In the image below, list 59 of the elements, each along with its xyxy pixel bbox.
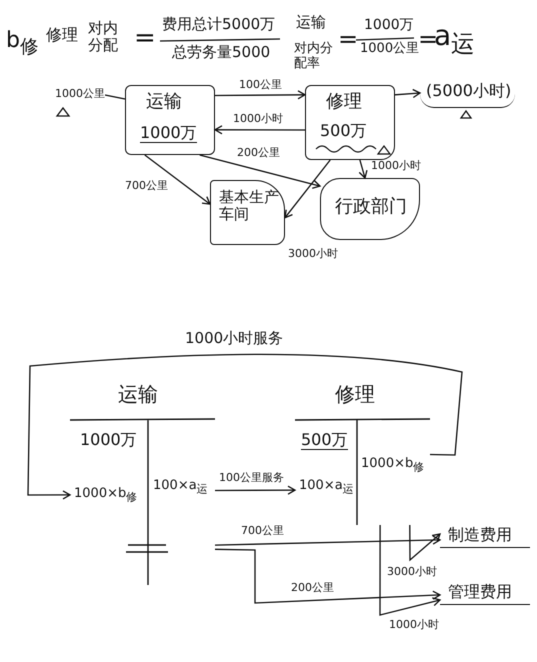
node-text: 修理 <box>326 92 362 113</box>
arrow <box>409 525 441 562</box>
arrow <box>214 125 305 134</box>
node-text: 100×a$_{运}$ <box>153 479 208 496</box>
node-text: (5000小时) <box>426 82 512 100</box>
node-text: 管理费用 <box>448 583 512 602</box>
node-text: 基本生产车间 <box>219 189 280 224</box>
edge-label: 3000小时 <box>386 566 438 579</box>
department-shape <box>210 180 285 245</box>
formula-text: = <box>134 24 156 54</box>
edge-label: 1000小时服务 <box>184 330 284 348</box>
formula-text: 总劳务量5000 <box>172 44 270 62</box>
arrow <box>214 548 441 604</box>
edge-label: 200公里 <box>236 147 281 160</box>
node-text: 修理 <box>335 383 375 406</box>
node-text: 500万 <box>301 431 348 450</box>
edge-label: 100公里服务 <box>218 472 285 485</box>
formula-text: b$_{修}$ <box>6 28 38 58</box>
edge-label: 200公里 <box>290 582 335 595</box>
process-box <box>125 85 215 155</box>
formula-text: 1000公里 <box>360 42 420 57</box>
edge-label: 1000小时 <box>388 619 440 632</box>
node-text: 500万 <box>320 122 367 140</box>
arrow <box>200 154 321 189</box>
process-box <box>305 85 395 160</box>
edge-label: 700公里 <box>124 180 169 193</box>
edge-label: 1000小时 <box>232 113 284 126</box>
formula-text: 对内分配 <box>88 20 119 54</box>
node-text: 1000万 <box>140 124 197 144</box>
node-text: 1000万 <box>80 431 137 450</box>
node-text: 运输 <box>118 383 158 406</box>
arrow <box>358 160 368 179</box>
edge-label: 3000小时 <box>287 248 339 261</box>
arrow <box>144 154 211 205</box>
formula-text: = <box>338 26 358 54</box>
formula-text: 1000万 <box>364 17 414 34</box>
node-text: 1000公里 <box>55 88 105 101</box>
edge-label: 1000小时 <box>370 160 422 173</box>
department-shape <box>320 178 420 240</box>
edge-label: 700公里 <box>240 525 285 538</box>
formula-text: 费用总计5000万 <box>162 16 276 34</box>
arrow <box>214 535 441 546</box>
connector-line <box>104 94 126 100</box>
arrow <box>379 525 441 616</box>
edge-label: 100公里 <box>238 79 283 92</box>
node-text: 100×a$_{运}$ <box>299 479 354 496</box>
formula-text: 运输 <box>296 14 326 32</box>
arrow <box>215 90 306 100</box>
arrow <box>394 88 421 98</box>
node-text: 运输 <box>146 92 182 113</box>
formula-text: 修理 <box>46 26 78 44</box>
formula-text: 对内分配率 <box>294 42 334 72</box>
arrow <box>215 485 296 495</box>
node-text: 1000×b$_{修}$ <box>361 457 424 474</box>
node-text: 制造费用 <box>448 526 512 544</box>
arrow <box>284 160 331 218</box>
node-text: 行政部门 <box>335 197 407 218</box>
node-text: 1000×b$_{修}$ <box>74 487 138 504</box>
arrow <box>27 354 463 500</box>
